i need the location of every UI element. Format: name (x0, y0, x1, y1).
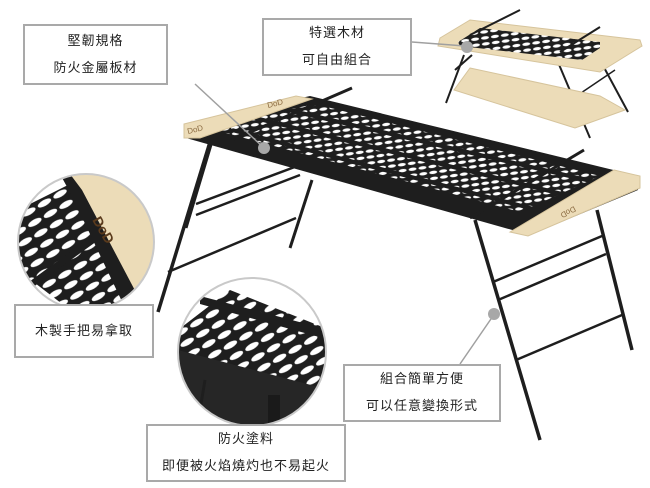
inset-table-wood-version (437, 9, 643, 139)
callout-assembly-line2: 可以任意變換形式 (365, 399, 478, 414)
main-table: DoD DoD DoD (156, 86, 641, 441)
callout-easy-assembly: 組合簡單方便 可以任意變換形式 (343, 364, 501, 422)
callout-fireproof-coating: 防火塗料 即便被火焰燒灼也不易起火 (146, 424, 346, 482)
callout-metal-material: 堅韌規格 防火金屬板材 (23, 24, 168, 85)
brand-mark-left: DoD (186, 123, 204, 136)
callout-metal-line2: 防火金屬板材 (53, 60, 138, 76)
callout-assembly-line1: 組合簡單方便 (379, 372, 464, 387)
callout-metal-line1: 堅韌規格 (67, 33, 124, 49)
callout-handle-line1: 木製手把易拿取 (34, 323, 133, 339)
callout-wood-line1: 特選木材 (308, 26, 365, 41)
callout-coating-line1: 防火塗料 (217, 432, 274, 447)
callout-coating-line2: 即便被火焰燒灼也不易起火 (161, 459, 330, 474)
callout-wood-handle: 木製手把易拿取 (14, 304, 154, 358)
callout-connectors (194, 41, 500, 365)
brand-mark-left-2: DoD (266, 97, 284, 110)
handle-detail-zoom: DoD (17, 173, 155, 311)
callout-wood-line2: 可自由組合 (301, 53, 372, 68)
coating-detail-zoom (177, 277, 327, 427)
callout-wood-material: 特選木材 可自由組合 (262, 18, 412, 76)
